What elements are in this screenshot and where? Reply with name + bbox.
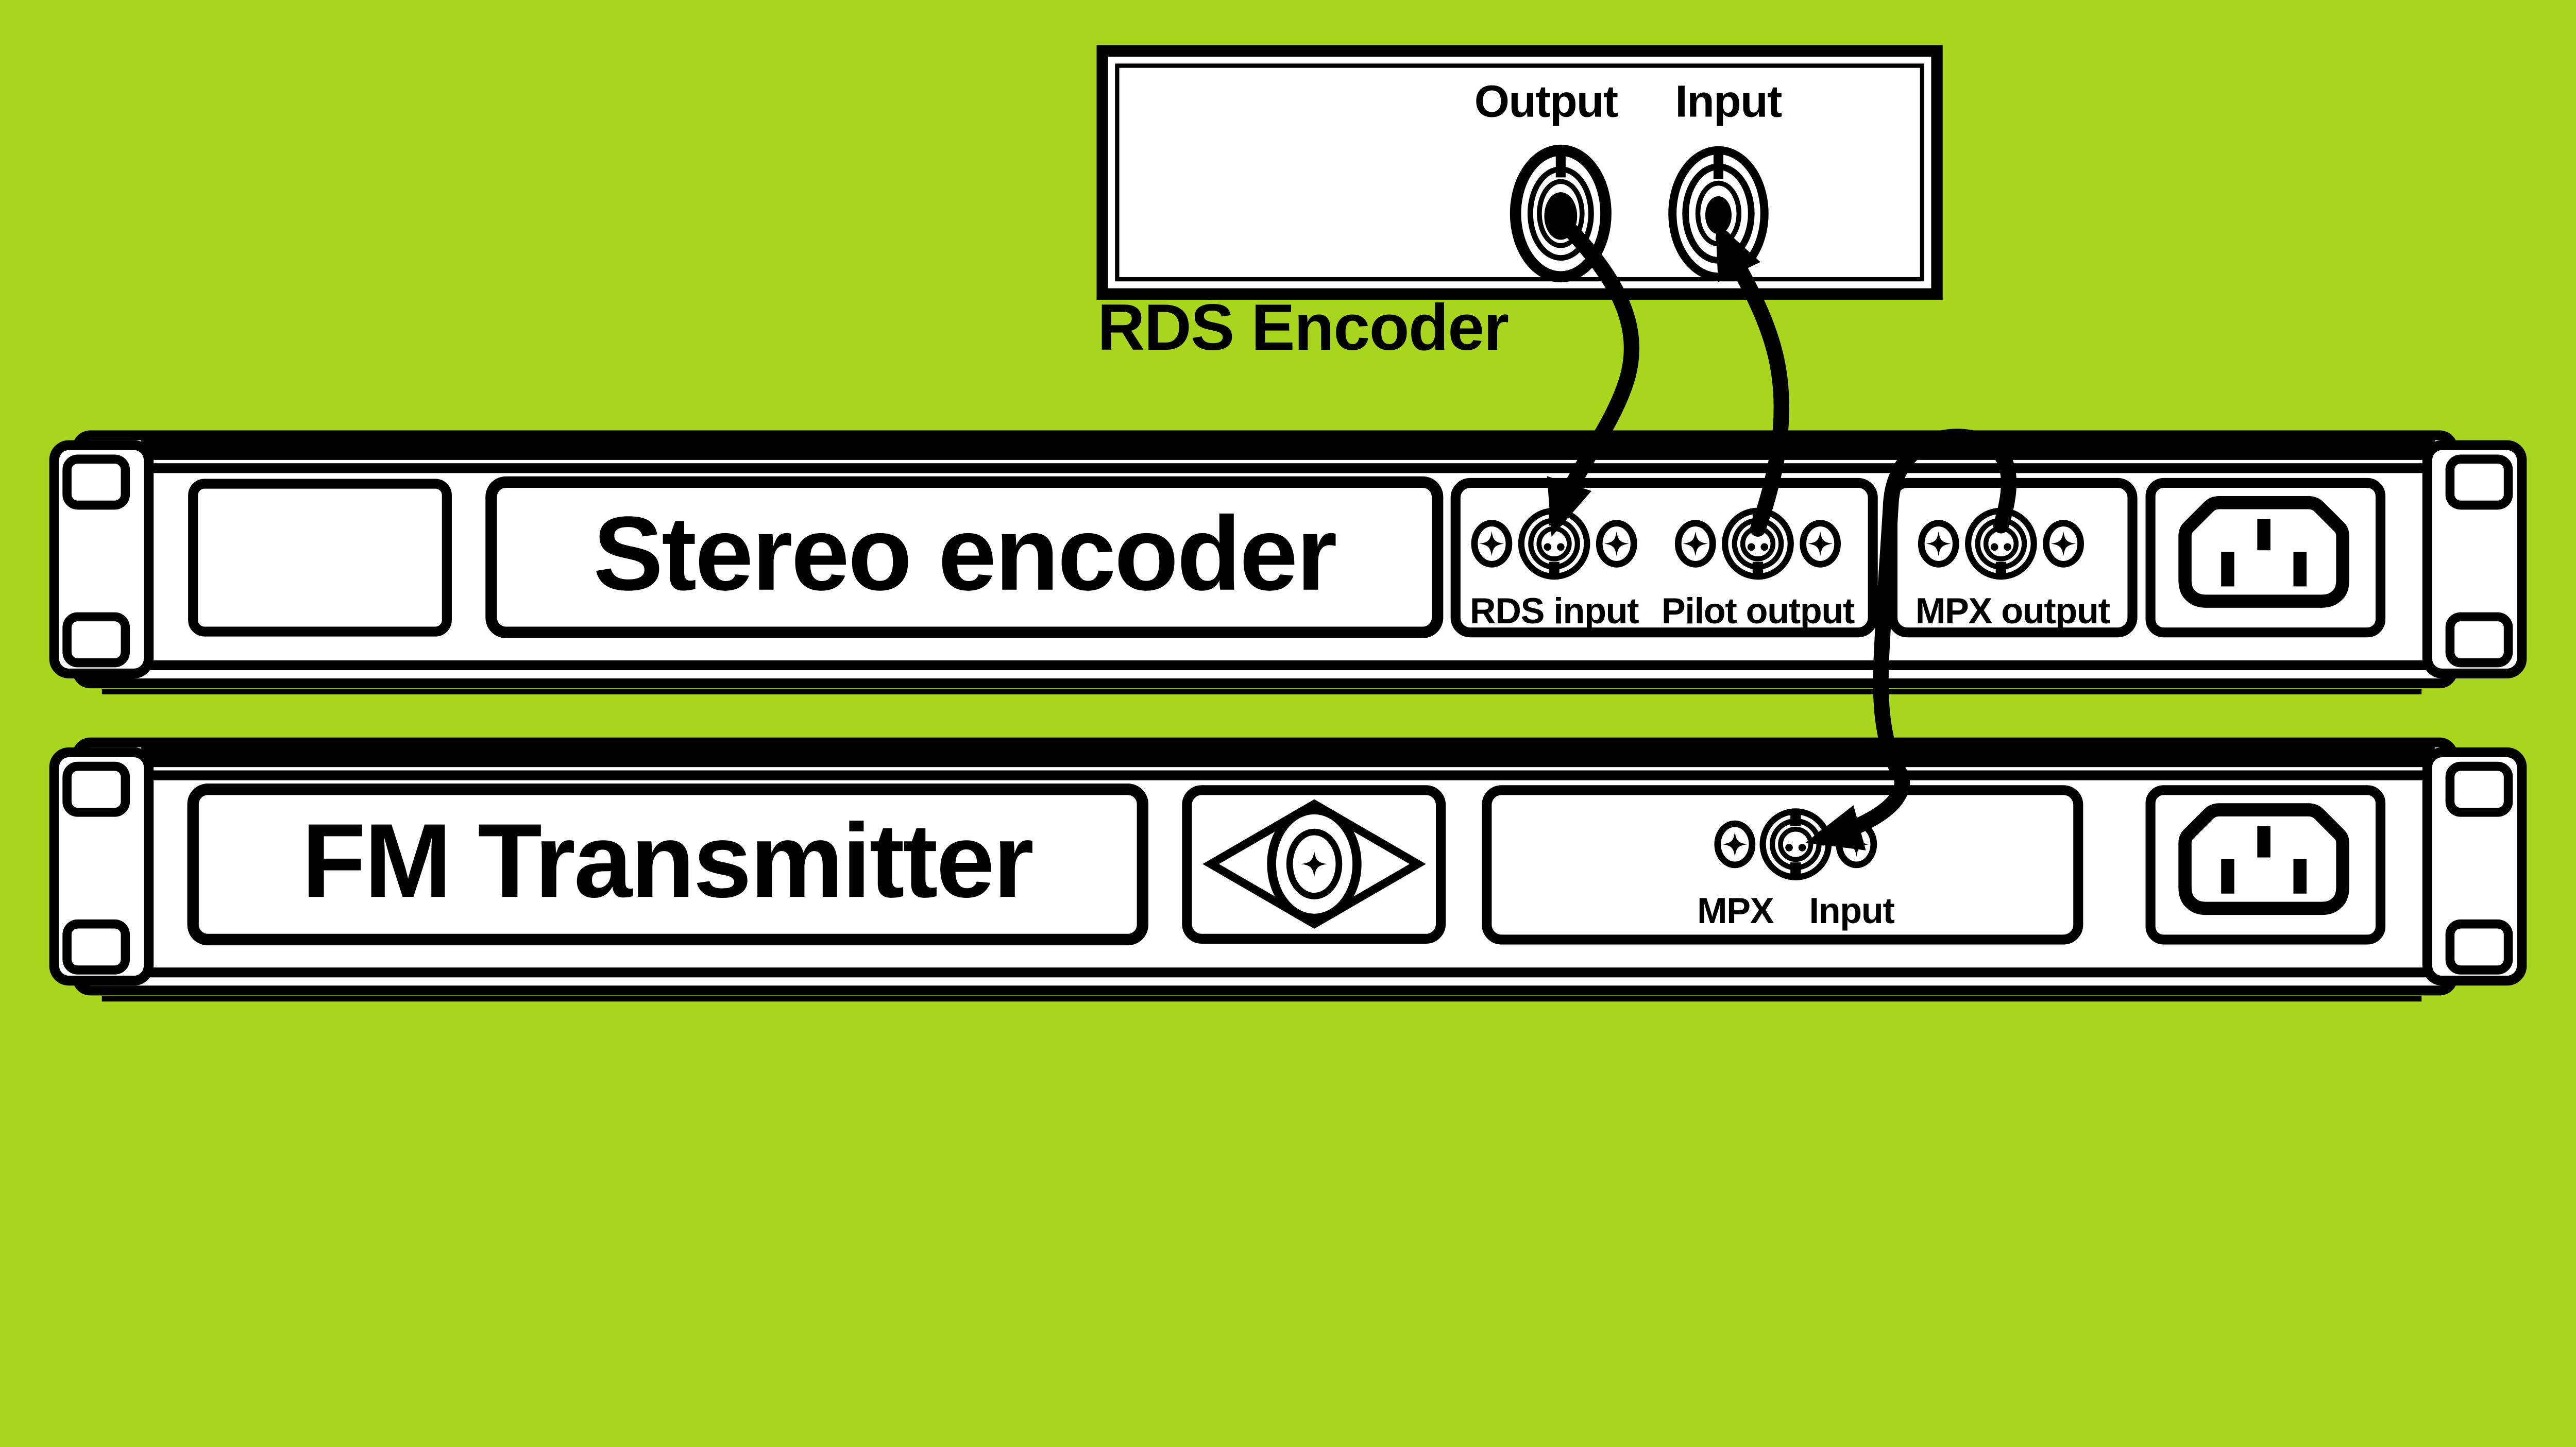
mpx-input-port: MPX Input: [1697, 811, 1895, 931]
rds-encoder-title: RDS Encoder: [1097, 291, 1509, 364]
rack-ear-hole: [2450, 459, 2508, 505]
cables: [1547, 212, 2017, 850]
rds-input-port: RDS input: [1470, 510, 1640, 631]
cable-rds-output-to-rds-input: [1547, 212, 1640, 537]
mpx-output-label: MPX output: [1916, 590, 2110, 631]
chassis-top-edge: [141, 740, 2435, 768]
mpx-output-port: MPX output: [1916, 510, 2111, 631]
screw-icon: [1678, 523, 1713, 565]
rack-ear-hole: [67, 459, 125, 505]
rds-encoder-unit: Output Input RDS Encoder: [1096, 45, 1943, 364]
blank-display-window: [188, 479, 452, 637]
rds-input-label: RDS input: [1470, 590, 1639, 631]
rack-ear-hole: [67, 767, 125, 812]
iec-c14-power-inlet-icon: [2185, 810, 2343, 908]
screw-icon: [2046, 523, 2081, 565]
cable-pilot-output-to-rds-encoder-input: [1715, 221, 1789, 537]
chassis-top-edge: [141, 433, 2435, 460]
screw-icon: [1475, 523, 1509, 565]
screw-icon: [1599, 523, 1634, 565]
fm-transmitter-nameplate: [187, 784, 1148, 946]
fm-broadcast-wiring-diagram: Output Input RDS Encoder: [49, 45, 2527, 1002]
rack-ear-hole: [2450, 924, 2508, 970]
stereo-encoder-nameplate: [485, 476, 1444, 638]
rack-ear-hole: [2450, 767, 2508, 812]
fm-transmitter-title: FM Transmitter: [302, 802, 1033, 920]
pilot-output-label: Pilot output: [1662, 590, 1855, 631]
stereo-encoder-unit: Stereo encoder RDS input Pilot output MP…: [49, 430, 2527, 694]
diamond-logo-icon: [1202, 799, 1426, 929]
cable-mpx-output-to-mpx-input: [1805, 429, 2017, 850]
rds-encoder-box-inner-line: [1115, 63, 1925, 282]
rack-ear-hole: [67, 924, 125, 970]
rack-ear-hole: [67, 617, 125, 662]
screw-icon: [1921, 523, 1956, 565]
rds-encoder-input-label: Input: [1675, 76, 1782, 126]
chassis-bottom-edge-line: [101, 996, 2422, 1002]
pilot-output-port: Pilot output: [1662, 510, 1855, 631]
screw-icon: [1803, 523, 1838, 565]
fm-transmitter-unit: FM Transmitter MPX Input: [49, 737, 2527, 1002]
iec-c14-power-inlet-icon: [2185, 503, 2343, 601]
chassis-bottom-edge-line: [101, 689, 2422, 694]
rds-encoder-output-label: Output: [1475, 76, 1618, 126]
stereo-encoder-title: Stereo encoder: [593, 495, 1336, 612]
mpx-input-label: MPX Input: [1697, 890, 1894, 931]
rca-jack-icon: [1668, 146, 1769, 281]
bnc-connector-icon: [1763, 811, 1829, 878]
rack-ear-hole: [2450, 617, 2508, 662]
screw-icon: [1718, 824, 1752, 865]
